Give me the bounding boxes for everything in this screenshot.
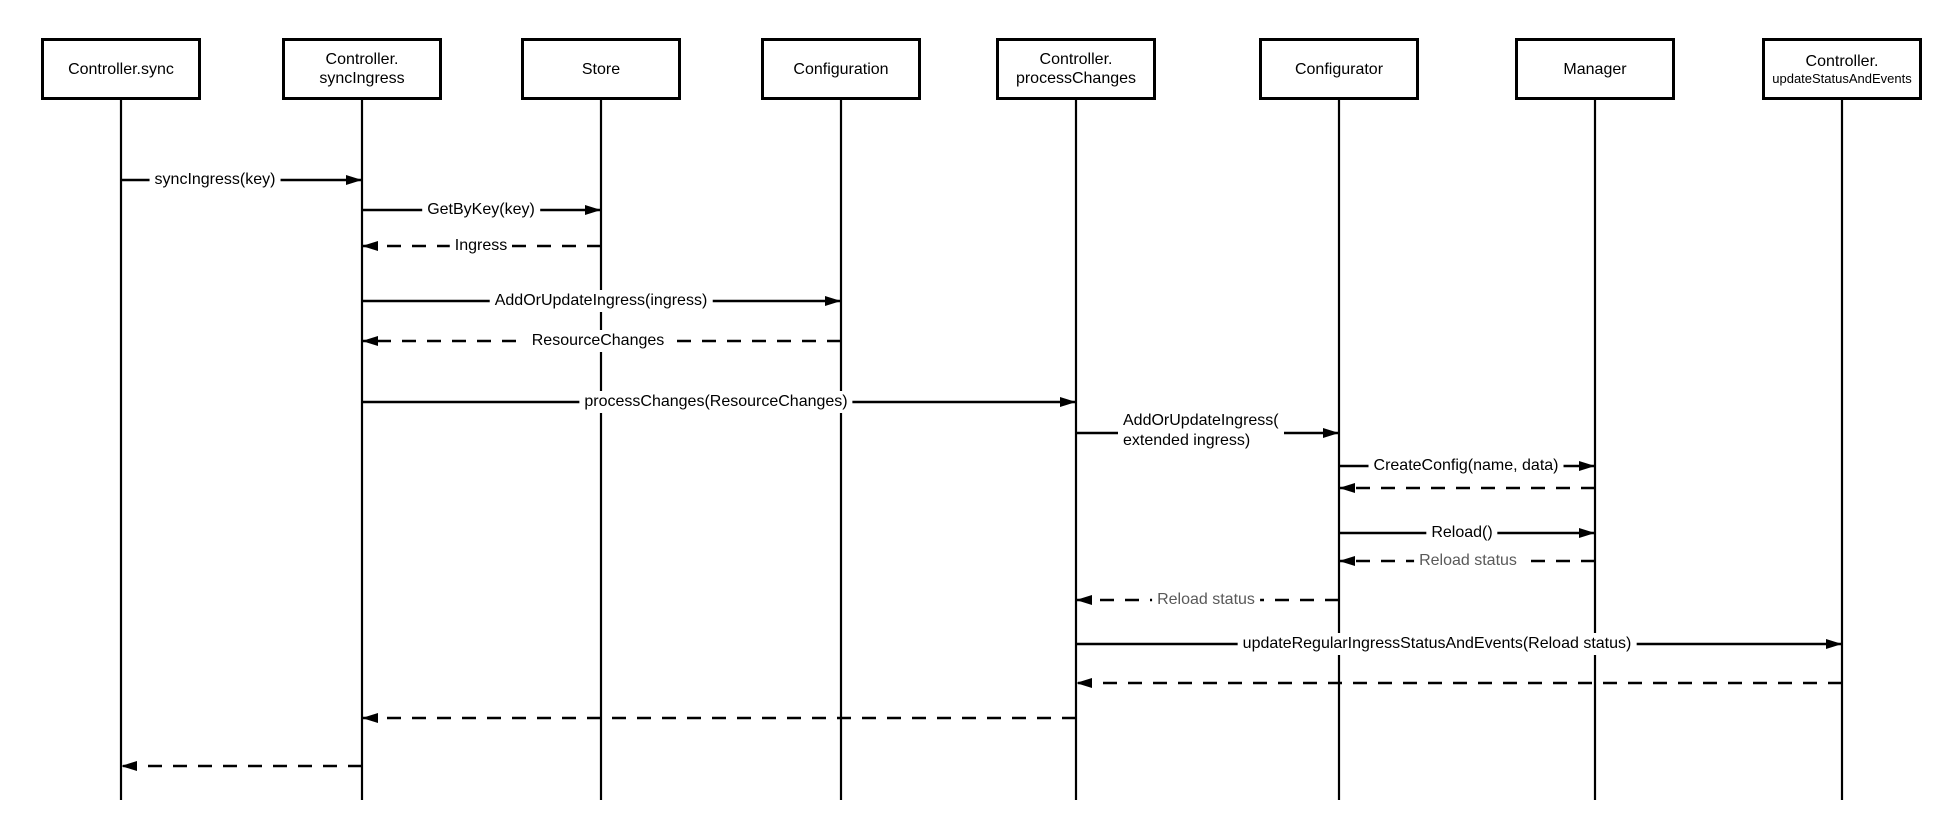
message-label-addorupdateingress: AddOrUpdateIngress(ingress) <box>489 290 713 312</box>
participant-controller-syncingress: Controller. syncIngress <box>282 38 442 100</box>
message-label-reload: Reload() <box>1426 522 1498 544</box>
message-label-reloadstatus-2: Reload status <box>1152 589 1260 611</box>
participant-label: Controller.sync <box>68 60 174 78</box>
participant-label: Store <box>581 60 621 78</box>
participant-configuration: Configuration <box>761 38 921 100</box>
participant-label: Configuration <box>793 60 889 78</box>
message-label-processchanges: processChanges(ResourceChanges) <box>579 391 853 413</box>
participant-label: processChanges <box>1015 70 1137 87</box>
message-label-ingress: Ingress <box>449 235 513 257</box>
message-label-resourcechanges: ResourceChanges <box>526 330 670 352</box>
message-label-addorupdateingress-extended: AddOrUpdateIngress( extended ingress) <box>1118 410 1284 452</box>
participant-label: Controller. <box>1805 52 1879 70</box>
participant-configurator: Configurator <box>1259 38 1419 100</box>
participant-controller-processchanges: Controller. processChanges <box>996 38 1156 100</box>
participant-manager: Manager <box>1515 38 1675 100</box>
participant-store: Store <box>521 38 681 100</box>
message-label-syncingress: syncIngress(key) <box>149 169 281 191</box>
participant-label: Configurator <box>1294 60 1384 78</box>
participant-controller-updatestatusandevents: Controller. updateStatusAndEvents <box>1762 38 1922 100</box>
message-label-createconfig: CreateConfig(name, data) <box>1368 455 1564 477</box>
participant-label: Controller. <box>325 51 399 68</box>
message-label-updateregularingressstatus: updateRegularIngressStatusAndEvents(Relo… <box>1237 633 1637 655</box>
participant-controller-sync: Controller.sync <box>41 38 201 100</box>
participant-label: Controller. <box>1039 51 1113 68</box>
message-label-reloadstatus-1: Reload status <box>1414 550 1522 572</box>
participant-label: syncIngress <box>319 70 405 87</box>
participant-label: updateStatusAndEvents <box>1772 70 1912 86</box>
message-label-getbykey: GetByKey(key) <box>422 199 540 221</box>
participant-label: Manager <box>1563 60 1627 78</box>
